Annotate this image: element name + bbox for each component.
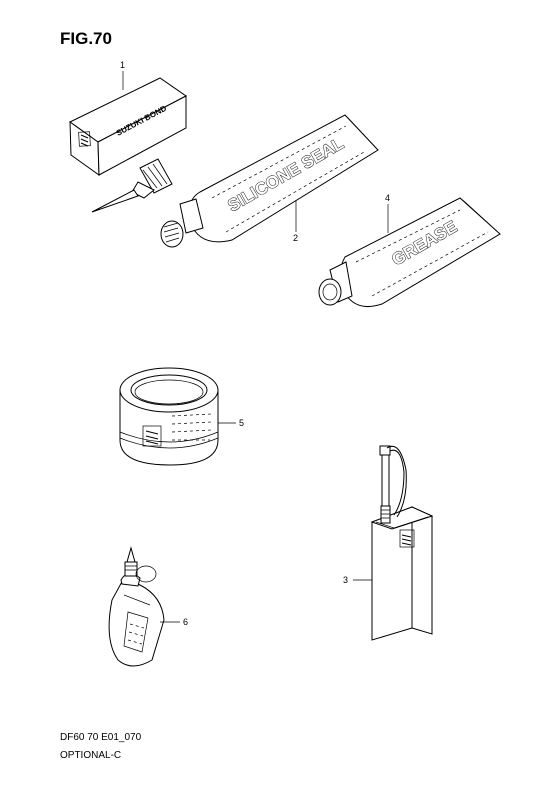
part-6-callout: 6 <box>160 617 188 627</box>
part-3-number: 3 <box>343 575 348 585</box>
diagram-name: OPTIONAL-C <box>60 750 122 761</box>
part-3-callout: 3 <box>343 575 372 585</box>
part-4-number: 4 <box>385 193 390 203</box>
part-6-bottle <box>108 546 165 667</box>
part-5-callout: 5 <box>218 418 244 428</box>
part-6-number: 6 <box>183 617 188 627</box>
part-3-oil-can <box>370 445 434 641</box>
diagram-code: DF60 70 E01_070 <box>60 732 142 743</box>
part-1-callout: 1 <box>120 60 125 90</box>
part-4-grease-tube: GREASE <box>318 197 501 307</box>
part-5-number: 5 <box>239 418 244 428</box>
part-5-tape-roll <box>119 367 219 466</box>
part-1-bond-box: SUZUKI BOND <box>69 77 187 213</box>
part-2-silicone-seal-tube: SILICONE SEAL <box>160 114 379 248</box>
figure-title: FIG.70 <box>60 29 112 48</box>
part-2-callout: 2 <box>293 200 298 243</box>
part-1-number: 1 <box>120 60 125 70</box>
part-2-number: 2 <box>293 233 298 243</box>
part-4-callout: 4 <box>385 193 390 233</box>
